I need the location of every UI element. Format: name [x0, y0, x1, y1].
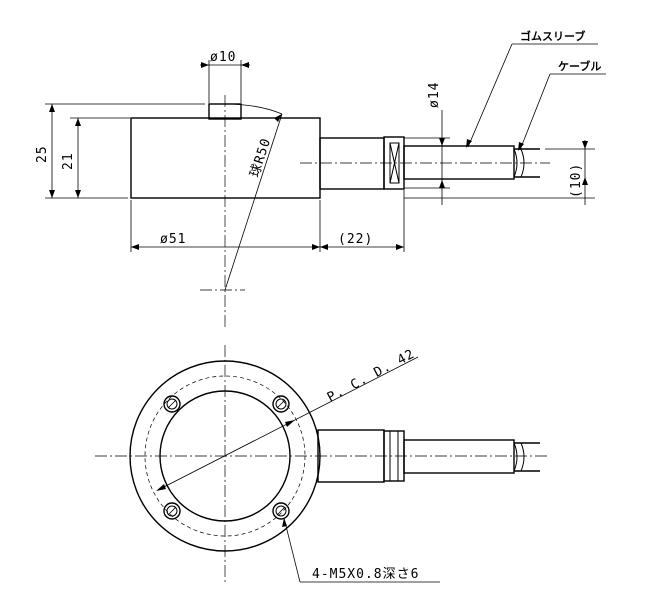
dim-sphere-radius: 球R50	[248, 136, 275, 179]
rubber-sleeve-top	[403, 439, 515, 474]
dim-mount-holes: 4-M5X0.8深さ6	[312, 567, 419, 582]
dim-pcd: P. C. D. 42	[325, 347, 418, 406]
dim-gland-length: (22)	[338, 232, 373, 247]
gland-base	[319, 137, 385, 190]
top-view: P. C. D. 42 4-M5X0.8深さ6	[95, 345, 550, 585]
mount-hole	[272, 502, 290, 520]
label-cable: ケーブル	[558, 59, 601, 73]
rubber-sleeve	[403, 145, 515, 180]
dim-height-total: 25	[35, 145, 50, 163]
body-outline	[130, 117, 321, 199]
dim-cable-offset: (10)	[569, 163, 584, 198]
dim-cable-dia: ø14	[427, 82, 442, 108]
dim-height-body: 21	[61, 152, 76, 170]
side-view: ø10 25 21 球R50 ø14 ø	[35, 29, 606, 330]
dim-body-dia: ø51	[160, 232, 186, 247]
mount-hole	[272, 395, 290, 413]
dim-top-dia: ø10	[210, 50, 236, 65]
label-rubber-sleeve: ゴムスリーブ	[520, 29, 585, 43]
mount-hole	[163, 502, 181, 520]
mount-hole	[163, 395, 181, 413]
